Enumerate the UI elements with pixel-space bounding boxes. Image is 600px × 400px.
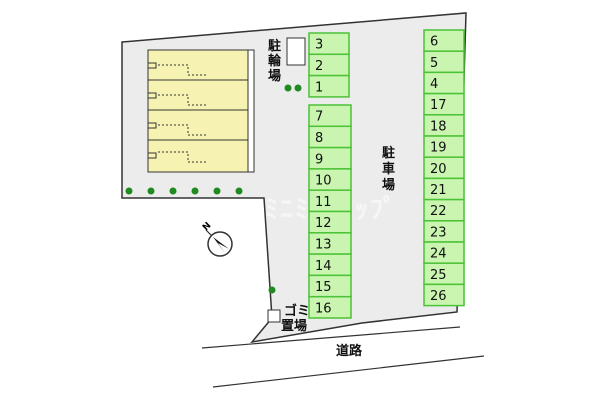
stall-number: 16: [315, 301, 332, 316]
parking-stall: [423, 283, 465, 307]
stall-number: 17: [430, 98, 447, 113]
stall-number: 6: [430, 35, 438, 50]
stall-number: 26: [430, 289, 447, 304]
tree: [284, 84, 292, 92]
stall-number: 4: [430, 77, 438, 92]
car-parking-label-1: 駐: [382, 145, 395, 161]
tree: [268, 286, 276, 294]
stall-number: 5: [430, 56, 438, 71]
tree: [169, 187, 177, 195]
stall-number: 1: [315, 80, 323, 95]
compass-north-letter: N: [201, 221, 213, 233]
building: [147, 49, 255, 173]
bicycle-parking-label-1: 駐: [268, 38, 281, 54]
tree-row: [125, 84, 302, 294]
stall-number: 25: [430, 268, 447, 283]
stall-number: 19: [430, 141, 447, 156]
stall-number: 13: [315, 237, 332, 252]
bike-stall-column: 3 2 1: [308, 32, 350, 98]
parking-stall: [308, 74, 350, 98]
left-stall-column: 7 8 9 10 11 12 13 14 15 16: [308, 104, 352, 319]
stall-number: 12: [315, 216, 332, 231]
bicycle-rack: [286, 37, 306, 66]
garbage-label-2: 置場: [281, 318, 307, 334]
garbage-label-1: ゴミ: [284, 303, 310, 319]
road-edge-bottom: [212, 355, 485, 388]
tree: [125, 187, 133, 195]
tree: [294, 84, 302, 92]
road-edge-top: [201, 326, 461, 349]
parking-stall: [308, 295, 352, 319]
stall-number: 3: [315, 38, 323, 53]
car-parking-label-3: 場: [382, 177, 395, 193]
car-parking-label-2: 車: [382, 161, 395, 177]
stall-number: 21: [430, 183, 447, 198]
tree: [235, 187, 243, 195]
stall-number: 10: [315, 174, 332, 189]
stall-number: 22: [430, 204, 447, 219]
tree: [191, 187, 199, 195]
stall-number: 24: [430, 247, 447, 262]
stall-number: 20: [430, 162, 447, 177]
bicycle-parking-label-2: 輪: [268, 53, 282, 69]
stall-number: 8: [315, 131, 323, 146]
right-stall-column: 6 5 4 17 18 19 20 21 22 23 24 25 26: [423, 29, 465, 307]
stall-number: 9: [315, 152, 323, 167]
tree: [213, 187, 221, 195]
stall-number: 18: [430, 119, 447, 134]
road-label: 道路: [336, 343, 363, 359]
stall-number: 11: [315, 195, 332, 210]
stall-number: 15: [315, 280, 332, 295]
tree: [147, 187, 155, 195]
bicycle-parking-label-3: 場: [268, 68, 281, 84]
stall-number: 23: [430, 225, 447, 240]
stall-number: 14: [315, 259, 332, 274]
stall-number: 2: [315, 59, 323, 74]
stall-number: 7: [315, 110, 323, 125]
garbage-box: [267, 309, 281, 323]
compass-icon: N: [201, 221, 233, 257]
